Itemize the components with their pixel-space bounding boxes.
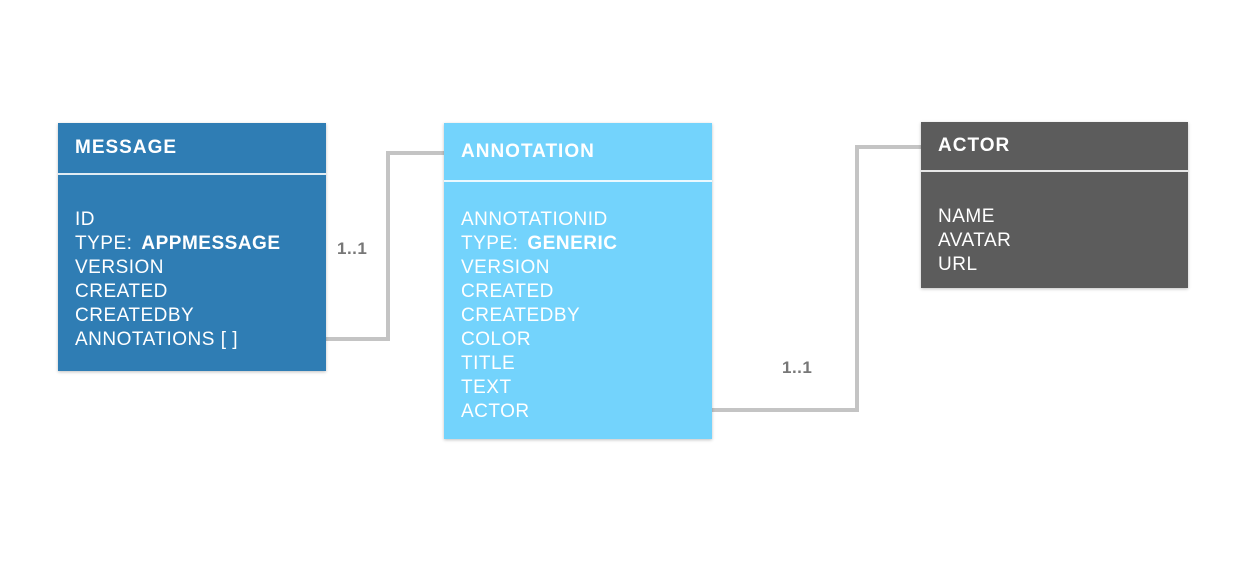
field-item: TYPE: APPMESSAGE xyxy=(75,232,326,256)
entity-actor-fields: NAME AVATAR URL xyxy=(921,172,1188,277)
field-item: CREATEDBY xyxy=(461,304,712,328)
field-item: VERSION xyxy=(75,256,326,280)
entity-actor: ACTOR NAME AVATAR URL xyxy=(921,122,1188,288)
entity-message: MESSAGE ID TYPE: APPMESSAGE VERSION CREATED C… xyxy=(58,123,326,371)
field-name: CREATED xyxy=(461,281,554,302)
multiplicity-label: 1..1 xyxy=(337,239,368,258)
entity-actor-title: ACTOR xyxy=(921,122,1188,172)
field-name: VERSION xyxy=(461,257,551,278)
field-item: URL xyxy=(938,253,1188,277)
field-item: ACTOR xyxy=(461,400,712,424)
connector-actor-to-annotation xyxy=(592,145,921,412)
field-name: TYPE: xyxy=(461,233,519,254)
field-name: URL xyxy=(938,254,978,275)
field-item: CREATED xyxy=(75,280,326,304)
field-item: TEXT xyxy=(461,376,712,400)
field-name: TITLE xyxy=(461,353,516,374)
multiplicity-label: 1..1 xyxy=(782,358,813,377)
entity-annotation-fields: ANNOTATIONID TYPE: GENERIC VERSION CREATED CR… xyxy=(444,182,712,424)
field-item: AVATAR xyxy=(938,229,1188,253)
field-name: COLOR xyxy=(461,329,532,350)
field-value: APPMESSAGE xyxy=(141,233,281,254)
entity-annotation: ANNOTATION ANNOTATIONID TYPE: GENERIC VERSI… xyxy=(444,123,712,439)
field-name: ANNOTATIONID xyxy=(461,209,608,230)
field-name: CREATEDBY xyxy=(461,305,581,326)
field-item: ANNOTATIONS [ ] xyxy=(75,328,326,352)
field-item: COLOR xyxy=(461,328,712,352)
field-item: CREATEDBY xyxy=(75,304,326,328)
field-item: VERSION xyxy=(461,256,712,280)
field-name: VERSION xyxy=(75,257,165,278)
field-item: TITLE xyxy=(461,352,712,376)
field-item: ID xyxy=(75,208,326,232)
field-name: ANNOTATIONS [ ] xyxy=(75,329,239,350)
field-name: CREATED xyxy=(75,281,168,302)
entity-message-fields: ID TYPE: APPMESSAGE VERSION CREATED CREATEDBY… xyxy=(58,175,326,352)
field-name: ID xyxy=(75,209,95,230)
field-item: NAME xyxy=(938,205,1188,229)
field-value: GENERIC xyxy=(527,233,618,254)
field-name: NAME xyxy=(938,206,995,227)
field-item: ANNOTATIONID xyxy=(461,208,712,232)
connector-annotation-to-message xyxy=(312,151,444,341)
entity-annotation-title: ANNOTATION xyxy=(444,123,712,182)
field-name: CREATEDBY xyxy=(75,305,195,326)
entity-message-title: MESSAGE xyxy=(58,123,326,175)
field-item: CREATED xyxy=(461,280,712,304)
field-name: AVATAR xyxy=(938,230,1012,251)
field-item: TYPE: GENERIC xyxy=(461,232,712,256)
field-name: TYPE: xyxy=(75,233,133,254)
field-name: TEXT xyxy=(461,377,512,398)
field-name: ACTOR xyxy=(461,401,530,422)
